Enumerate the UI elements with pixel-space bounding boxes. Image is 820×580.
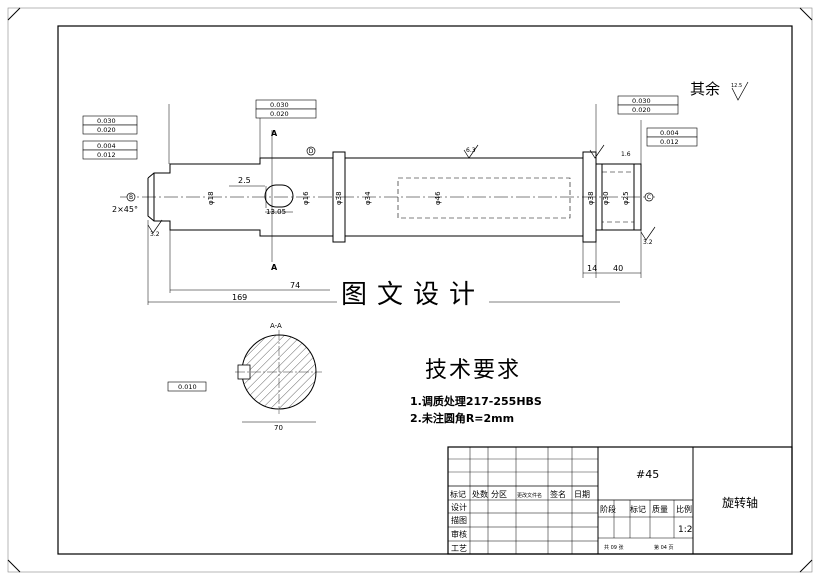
tb-sheets: 共 09 张 — [604, 544, 624, 551]
dimension-lines — [147, 104, 642, 305]
corner-marks — [7, 7, 813, 573]
datum-letters: B C D — [129, 148, 651, 201]
datum-c: C — [647, 194, 651, 201]
dim-total-length: 169 — [232, 293, 247, 302]
tolerance-values: 0.030 0.020 0.004 0.012 0.030 0.020 0.03… — [97, 97, 679, 391]
tb-stage-1: 标记 — [630, 504, 646, 514]
section-a-a: A-A 70 — [235, 322, 322, 432]
tol-right-perp: 0.020 — [632, 106, 651, 114]
tb-stage-2: 质量 — [652, 504, 668, 514]
tolerance-frames — [82, 95, 698, 392]
dim-key-length: 13.05 — [266, 208, 286, 216]
dim-section-width: 70 — [274, 424, 283, 432]
surface-note: 其余 — [690, 80, 721, 98]
dim-d38: φ38 — [335, 191, 343, 205]
tech-requirements-title: 技术要求 — [425, 358, 522, 383]
tb-scale: 1:2 — [678, 525, 692, 535]
dim-14: 14 — [587, 264, 597, 273]
tb-header-5: 日期 — [574, 490, 590, 499]
tb-row-process: 工艺 — [451, 544, 467, 553]
inner-border — [57, 25, 793, 555]
tol-left-flat: 0.030 — [97, 117, 116, 125]
tb-stage-0: 阶段 — [600, 504, 616, 514]
roughness-r1: 3.2 — [150, 231, 160, 238]
dim-chamfer: 2×45° — [112, 205, 138, 214]
tb-header-4: 签名 — [550, 489, 566, 499]
tol-symmetry: 0.010 — [178, 383, 197, 391]
tb-material: #45 — [636, 468, 659, 481]
surface-note-value: 12.5 — [731, 83, 742, 89]
datum-b: B — [129, 194, 133, 201]
dim-key-width: 2.5 — [238, 176, 251, 185]
dim-40: 40 — [613, 264, 623, 273]
tol-right-flat: 0.030 — [632, 97, 651, 105]
section-title: A-A — [270, 322, 282, 330]
roughness-r4: 3.2 — [643, 239, 653, 246]
tb-stage-3: 比例 — [676, 504, 692, 514]
tol-left-run2: 0.012 — [97, 151, 116, 159]
tb-header-0: 标记 — [450, 489, 466, 499]
tb-row-design: 设计 — [451, 502, 467, 512]
dimension-texts: 169 74 14 40 2.5 13.05 2×45° φ18 φ16 φ38… — [112, 176, 630, 302]
title-block-texts: 标记 处数 分区 更改文件名 签名 日期 设计 描图 审核 工艺 阶段 标记 质… — [450, 468, 758, 553]
roughness-r3: 1.6 — [621, 151, 631, 158]
dim-d38b: φ38 — [587, 191, 595, 205]
roughness-symbols — [147, 81, 749, 241]
tb-header-2: 分区 — [491, 490, 507, 499]
dim-d16: φ16 — [302, 191, 310, 205]
tb-sheet-no: 第 04 页 — [654, 544, 674, 551]
watermark: 图文设计 — [337, 274, 490, 311]
tb-row-review: 审核 — [451, 529, 467, 539]
outer-border — [7, 7, 813, 573]
dim-d46: φ46 — [434, 191, 442, 205]
section-markers: A A — [271, 129, 278, 272]
tol-left-perp: 0.020 — [97, 126, 116, 134]
tol-mid-flat: 0.030 — [270, 101, 289, 109]
title-block-grid — [447, 446, 793, 555]
dim-d25: φ25 — [622, 191, 630, 205]
section-mark-top: A — [271, 129, 278, 138]
tol-mid-perp: 0.020 — [270, 110, 289, 118]
tb-header-3: 更改文件名 — [517, 492, 542, 499]
dim-d30: φ30 — [602, 191, 610, 205]
tb-row-trace: 描图 — [451, 515, 467, 525]
dim-74: 74 — [290, 281, 300, 290]
tol-left-run: 0.004 — [97, 142, 116, 150]
dim-d18: φ18 — [207, 191, 215, 205]
roughness-values: 3.2 6.3 1.6 3.2 12.5 — [150, 83, 742, 246]
hidden-bore — [397, 171, 635, 223]
tech-requirement-1: 1.调质处理217-255HBS — [410, 395, 542, 408]
tol-right-run: 0.004 — [660, 129, 679, 137]
tb-header-1: 处数 — [472, 489, 488, 499]
tol-right-run2: 0.012 — [660, 138, 679, 146]
tech-requirement-2: 2.未注圆角R=2mm — [410, 412, 515, 425]
datum-d: D — [309, 148, 314, 155]
section-mark-bottom: A — [271, 263, 278, 272]
dim-d34: φ34 — [364, 191, 372, 205]
roughness-r2: 6.3 — [466, 147, 476, 154]
tb-part-name: 旋转轴 — [722, 495, 758, 510]
datum-markers — [126, 146, 654, 202]
